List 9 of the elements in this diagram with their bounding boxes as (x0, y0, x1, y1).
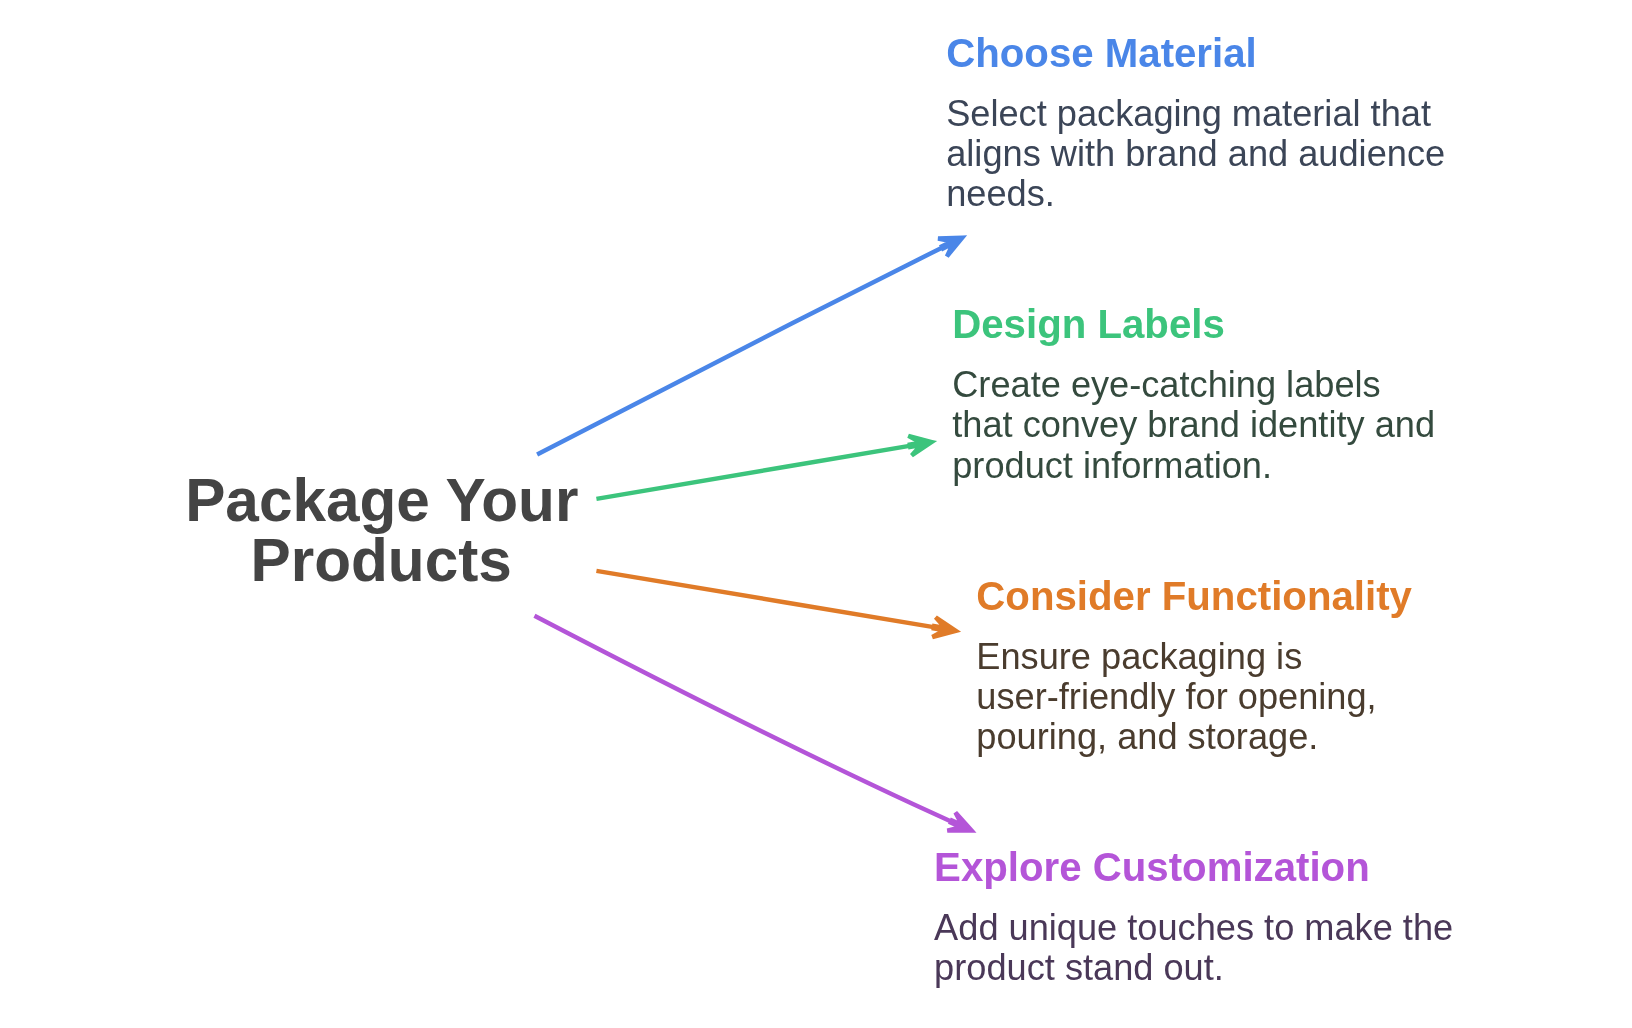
arrow (595, 568, 958, 640)
arrow (595, 433, 934, 501)
arrow (532, 613, 974, 833)
arrow (535, 235, 964, 457)
node-text: Consider Functionality Ensure packaging is user-friendly for opening, pouring, and storage. (975, 573, 1412, 758)
node-text: Explore Customization Add unique touches to make the product stand out. (933, 844, 1453, 989)
node-text: Design Labels Create eye-catching labels that convey brand identity and product information. (951, 302, 1435, 486)
node-text: Package Your Products (184, 466, 578, 595)
node-text: Choose Material Select packaging material that aligns with brand and audience needs. (945, 30, 1445, 215)
